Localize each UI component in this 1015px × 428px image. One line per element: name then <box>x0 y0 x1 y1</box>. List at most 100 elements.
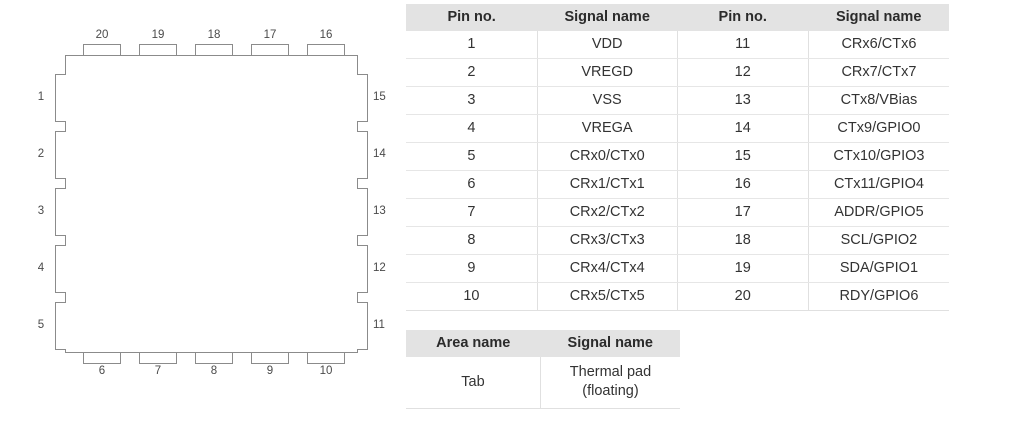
header-pin-no-left: Pin no. <box>406 4 538 31</box>
pin-label-top-2: 19 <box>151 29 165 41</box>
table-row: 8 CRx3/CTx3 18 SCL/GPIO2 <box>406 226 949 255</box>
table-row: 6 CRx1/CTx1 16 CTx11/GPIO4 <box>406 170 949 199</box>
table-row: 10 CRx5/CTx5 20 RDY/GPIO6 <box>406 282 949 311</box>
pin-label-right-1: 15 <box>373 91 386 103</box>
lead-left-5 <box>55 302 66 350</box>
cell-pin-no: 20 <box>677 282 809 311</box>
table-row: 4 VREGA 14 CTx9/GPIO0 <box>406 114 949 143</box>
cell-pin-no: 6 <box>406 170 538 199</box>
pin-label-bottom-5: 10 <box>319 365 333 377</box>
cell-signal-name: VSS <box>537 86 678 115</box>
cell-pin-no: 11 <box>677 31 809 59</box>
lead-top-4 <box>251 44 289 55</box>
cell-pin-no: 1 <box>406 31 538 59</box>
table-row: 3 VSS 13 CTx8/VBias <box>406 86 949 115</box>
cell-pin-no: 18 <box>677 226 809 255</box>
lead-left-1 <box>55 74 66 122</box>
header-area-signal-name: Signal name <box>540 330 680 357</box>
pin-label-left-4: 4 <box>37 262 45 274</box>
cell-pin-no: 14 <box>677 114 809 143</box>
pin-assignment-table: Pin no. Signal name Pin no. Signal name … <box>406 4 949 311</box>
cell-signal-name: CTx10/GPIO3 <box>808 142 949 171</box>
table-row: 1 VDD 11 CRx6/CTx6 <box>406 31 949 59</box>
table-header-row: Pin no. Signal name Pin no. Signal name <box>406 4 949 31</box>
pin-label-left-2: 2 <box>37 148 45 160</box>
cell-pin-no: 9 <box>406 254 538 283</box>
lead-left-4 <box>55 245 66 293</box>
lead-bottom-1 <box>83 353 121 364</box>
pin-label-right-3: 13 <box>373 205 386 217</box>
table-row: 2 VREGD 12 CRx7/CTx7 <box>406 58 949 87</box>
cell-signal-name: SDA/GPIO1 <box>808 254 949 283</box>
cell-pin-no: 3 <box>406 86 538 115</box>
cell-pin-no: 17 <box>677 198 809 227</box>
header-signal-name-right: Signal name <box>808 4 949 31</box>
cell-area-name: Tab <box>406 357 541 409</box>
lead-bottom-3 <box>195 353 233 364</box>
pin-label-left-1: 1 <box>37 91 45 103</box>
lead-bottom-4 <box>251 353 289 364</box>
lead-right-2 <box>357 131 368 179</box>
cell-signal-name: CRx5/CTx5 <box>537 282 678 311</box>
cell-signal-name: CTx11/GPIO4 <box>808 170 949 199</box>
pin-label-right-2: 14 <box>373 148 386 160</box>
lead-top-2 <box>139 44 177 55</box>
cell-pin-no: 5 <box>406 142 538 171</box>
cell-signal-name: RDY/GPIO6 <box>808 282 949 311</box>
cell-area-signal-name: Thermal pad (floating) <box>540 357 680 409</box>
lead-right-4 <box>357 245 368 293</box>
cell-signal-name: CRx6/CTx6 <box>808 31 949 59</box>
thermal-pad-line2: (floating) <box>582 383 639 399</box>
lead-bottom-2 <box>139 353 177 364</box>
pin-label-top-5: 16 <box>319 29 333 41</box>
pin-label-right-5: 11 <box>373 319 385 331</box>
cell-pin-no: 8 <box>406 226 538 255</box>
cell-signal-name: VDD <box>537 31 678 59</box>
cell-pin-no: 7 <box>406 198 538 227</box>
cell-pin-no: 2 <box>406 58 538 87</box>
pin-label-bottom-3: 8 <box>210 365 218 377</box>
lead-right-1 <box>357 74 368 122</box>
pin-label-left-3: 3 <box>37 205 45 217</box>
header-signal-name-left: Signal name <box>537 4 678 31</box>
cell-signal-name: CRx7/CTx7 <box>808 58 949 87</box>
cell-signal-name: CRx4/CTx4 <box>537 254 678 283</box>
cell-signal-name: CRx2/CTx2 <box>537 198 678 227</box>
pin-label-top-3: 18 <box>207 29 221 41</box>
lead-top-5 <box>307 44 345 55</box>
cell-pin-no: 4 <box>406 114 538 143</box>
table-row: Tab Thermal pad (floating) <box>406 357 680 409</box>
lead-top-1 <box>83 44 121 55</box>
cell-pin-no: 12 <box>677 58 809 87</box>
package-body <box>65 55 358 353</box>
pin-label-left-5: 5 <box>37 319 45 331</box>
lead-right-3 <box>357 188 368 236</box>
pin-label-bottom-4: 9 <box>266 365 274 377</box>
cell-signal-name: CTx9/GPIO0 <box>808 114 949 143</box>
lead-top-3 <box>195 44 233 55</box>
lead-left-2 <box>55 131 66 179</box>
pin-label-top-1: 20 <box>95 29 109 41</box>
cell-signal-name: ADDR/GPIO5 <box>808 198 949 227</box>
pin-label-bottom-1: 6 <box>98 365 106 377</box>
header-pin-no-right: Pin no. <box>677 4 809 31</box>
cell-pin-no: 13 <box>677 86 809 115</box>
area-assignment-table: Area name Signal name Tab Thermal pad (f… <box>406 330 680 409</box>
cell-pin-no: 16 <box>677 170 809 199</box>
pin-label-bottom-2: 7 <box>154 365 162 377</box>
lead-bottom-5 <box>307 353 345 364</box>
cell-signal-name: VREGD <box>537 58 678 87</box>
cell-signal-name: SCL/GPIO2 <box>808 226 949 255</box>
thermal-pad-line1: Thermal pad <box>569 364 652 380</box>
cell-signal-name: VREGA <box>537 114 678 143</box>
lead-right-5 <box>357 302 368 350</box>
table-header-row: Area name Signal name <box>406 330 680 357</box>
cell-pin-no: 10 <box>406 282 538 311</box>
cell-pin-no: 15 <box>677 142 809 171</box>
cell-pin-no: 19 <box>677 254 809 283</box>
cell-signal-name: CRx3/CTx3 <box>537 226 678 255</box>
header-area-name: Area name <box>406 330 541 357</box>
package-outline-diagram: 20 19 18 17 16 6 7 8 9 10 1 2 3 4 5 15 1… <box>0 0 400 428</box>
cell-signal-name: CTx8/VBias <box>808 86 949 115</box>
table-row: 9 CRx4/CTx4 19 SDA/GPIO1 <box>406 254 949 283</box>
